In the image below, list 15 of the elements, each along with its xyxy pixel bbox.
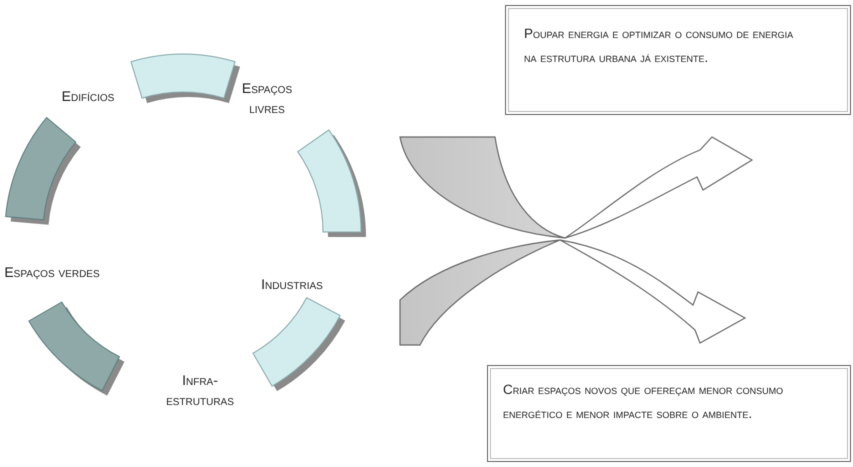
arc-segment — [129, 53, 243, 106]
arc-segment — [27, 301, 127, 398]
arc-segment — [296, 128, 368, 239]
arc-segment — [252, 296, 348, 394]
segment-label: Edifícios — [60, 87, 116, 106]
segment-label: Espaços verdes — [3, 263, 101, 282]
arc-segment — [4, 116, 83, 227]
segment-label: Espaços livres — [240, 79, 294, 118]
segment-label: Infra-estruturas — [165, 371, 235, 410]
box-text: Criar espaços novos que ofereçam menor consumo energético e menor impacte sobre o ambiente. — [503, 381, 784, 423]
text-box — [487, 365, 851, 462]
curved-arrow — [399, 239, 746, 346]
segment-label: Industrias — [260, 275, 324, 294]
box-text: Poupar energia e optimizar o consumo de energia na estrutura urbana já existente. — [524, 25, 794, 67]
text-box — [505, 5, 851, 115]
